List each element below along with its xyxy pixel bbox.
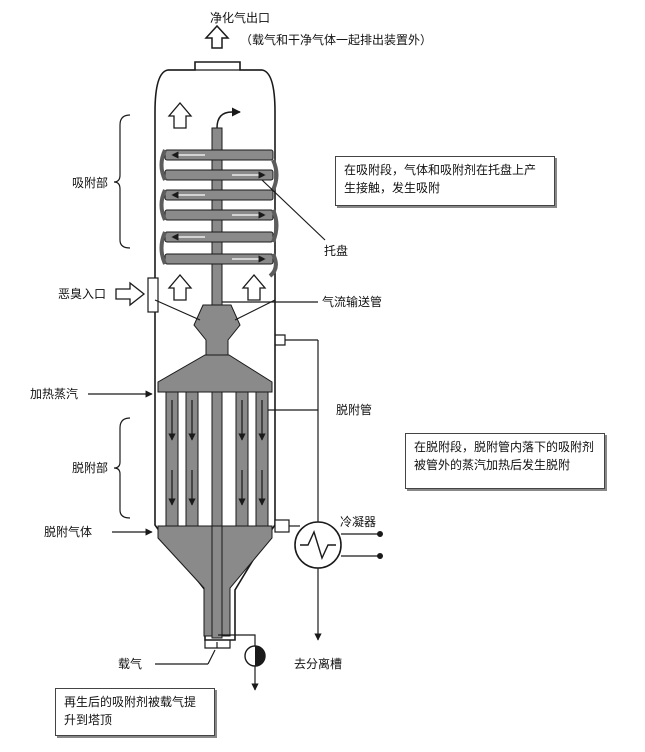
carrier-gas-label: 载气 xyxy=(118,656,142,671)
tray-label: 托盘 xyxy=(324,243,348,258)
heating-steam-label: 加热蒸汽 xyxy=(30,386,78,401)
outlet-arrow-icon xyxy=(204,24,230,49)
adsorption-note-text: 在吸附段，气体和吸附剂在托盘上产生接触，发生吸附 xyxy=(344,163,537,195)
brace-desorption xyxy=(113,417,131,519)
regeneration-note-box: 再生后的吸附剂被载气提升到塔顶 xyxy=(55,688,215,736)
inlet-arrow-icon xyxy=(115,281,146,307)
gas-transfer-pipe-label: 气流输送管 xyxy=(322,294,382,309)
outlet-note: （载气和干净气体一起排出装置外） xyxy=(240,32,432,47)
distributor xyxy=(157,354,273,393)
adsorption-trays xyxy=(159,149,279,278)
outlet-title: 净化气出口 xyxy=(210,10,270,25)
brace-adsorption xyxy=(113,114,131,249)
desorbed-gas-label: 脱附气体 xyxy=(44,524,92,539)
regeneration-note-text: 再生后的吸附剂被载气提升到塔顶 xyxy=(64,695,197,727)
up-arrow-icon xyxy=(167,101,193,129)
adsorption-note-box: 在吸附段，气体和吸附剂在托盘上产生接触，发生吸附 xyxy=(335,156,555,206)
condenser-icon xyxy=(294,521,383,569)
condenser-label: 冷凝器 xyxy=(340,514,376,529)
desorption-note-text: 在脱附段，脱附管内落下的吸附剂被管外的蒸汽加热后发生脱附 xyxy=(414,440,595,472)
up-arrow-icon xyxy=(167,273,193,301)
up-arrow-icon xyxy=(241,273,267,301)
adsorption-section-label: 吸附部 xyxy=(72,175,108,190)
desorption-section-label: 脱附部 xyxy=(72,460,108,475)
desorption-note-box: 在脱附段，脱附管内落下的吸附剂被管外的蒸汽加热后发生脱附 xyxy=(405,433,605,489)
desorption-tubes-label: 脱附管 xyxy=(336,402,372,417)
to-separator-label: 去分离槽 xyxy=(294,656,342,671)
malodor-inlet-label: 恶臭入口 xyxy=(58,286,106,301)
